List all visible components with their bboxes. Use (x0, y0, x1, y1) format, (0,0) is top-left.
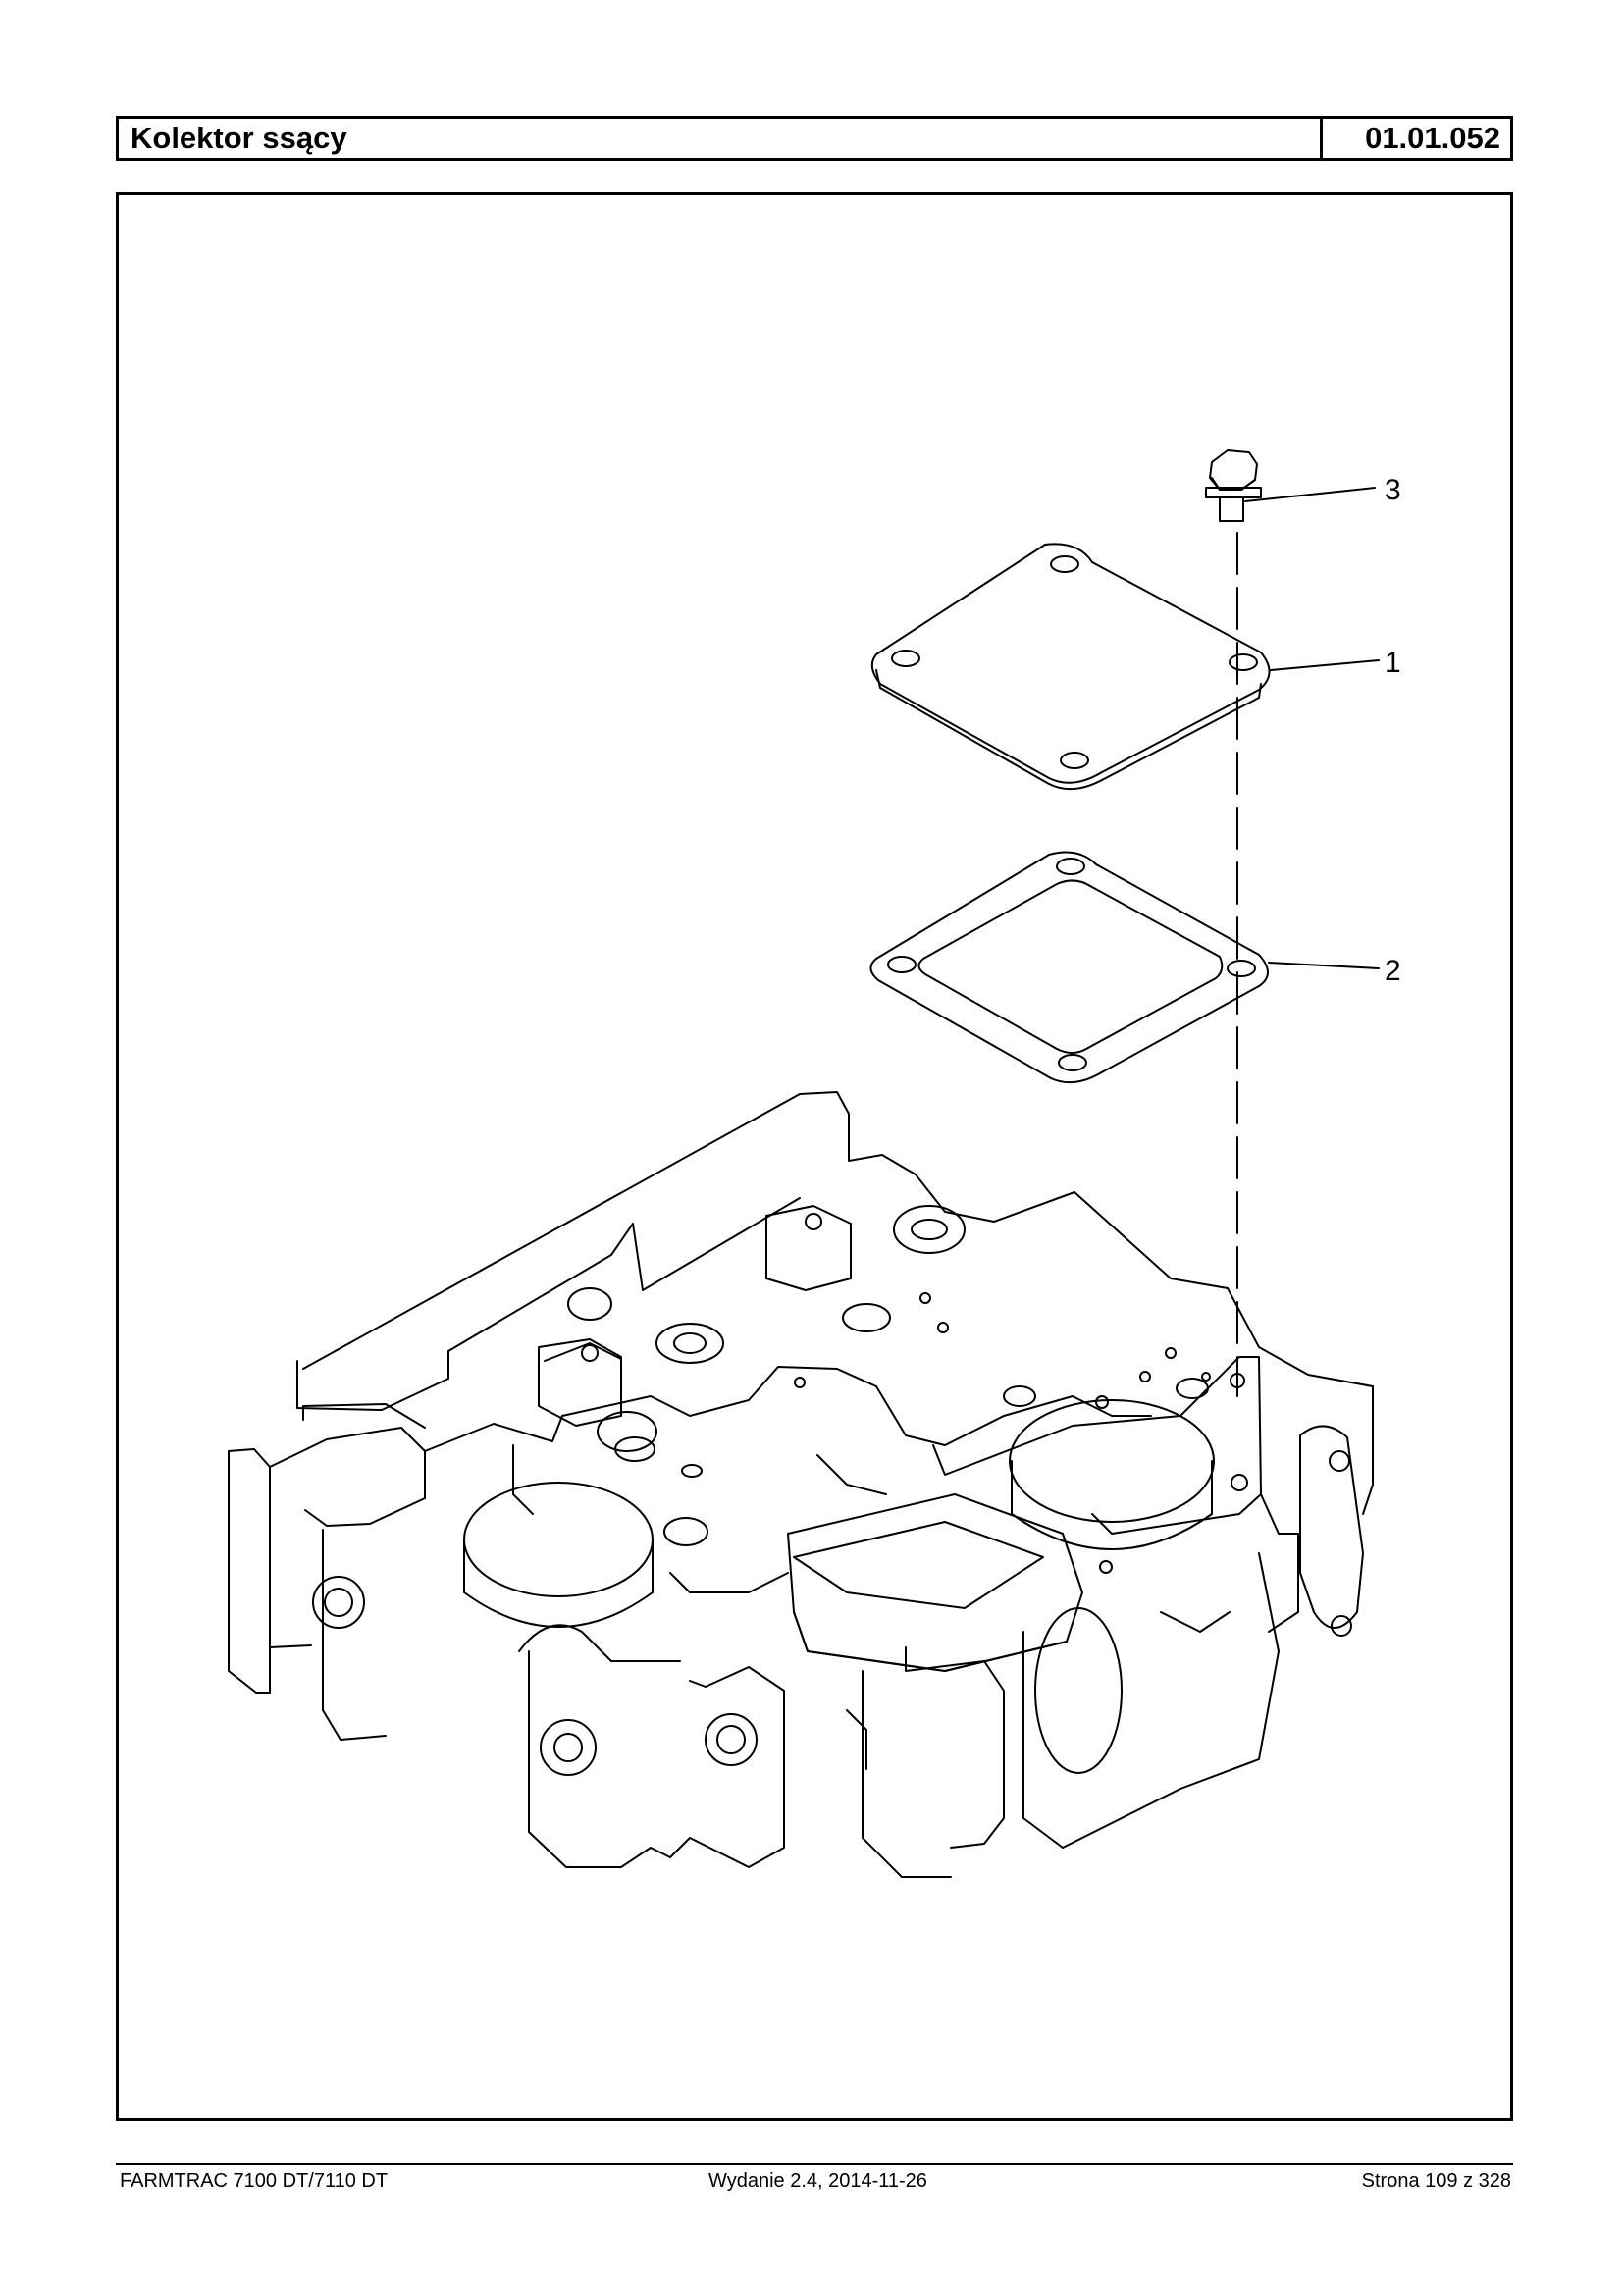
cover-plate-part (870, 543, 1271, 791)
footer-model: FARMTRAC 7100 DT/7110 DT (120, 2170, 389, 2192)
section-code: 01.01.052 (1320, 119, 1510, 158)
callout-leader-3 (1244, 487, 1376, 502)
footer-edition: Wydanie 2.4, 2014-11-26 (708, 2170, 927, 2192)
footer-divider (116, 2163, 1513, 2165)
exploded-view-drawing: 3 1 2 (228, 449, 1401, 1878)
bolt-part (1205, 449, 1262, 522)
callout-leader-1 (1270, 659, 1380, 671)
callout-leader-2 (1268, 962, 1380, 969)
page-footer: FARMTRAC 7100 DT/7110 DT Wydanie 2.4, 20… (120, 2170, 1511, 2200)
gasket-part (869, 851, 1269, 1084)
parts-diagram: 3 1 2 (116, 192, 1513, 2121)
callout-1: 1 (1385, 647, 1401, 679)
cylinder-head-part (228, 1091, 1374, 1878)
callout-2: 2 (1385, 955, 1401, 987)
footer-page-number: Strona 109 z 328 (1361, 2170, 1511, 2192)
page-title: Kolektor ssący (131, 121, 347, 155)
callout-3: 3 (1385, 474, 1401, 506)
page-header: Kolektor ssący 01.01.052 (116, 116, 1513, 161)
